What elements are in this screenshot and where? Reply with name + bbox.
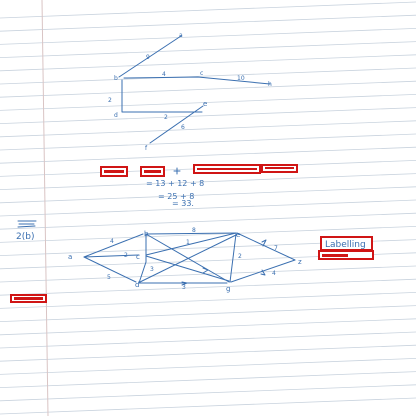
ruled-line [0,292,416,309]
edge-bd-de [121,79,203,113]
calc-line-4: = 33. [172,199,194,208]
redaction-fill [265,167,294,169]
ruled-line [0,54,416,72]
ruled-line [0,28,416,45]
tree-weight-de: 2 [164,114,168,121]
labelling-annotation: Labelling [318,236,374,260]
ruled-line [0,67,416,85]
tree-node-h: h [268,81,272,88]
arrow-e-z [261,239,267,247]
edge-ce [145,232,237,256]
spanning-tree-sketch: 9 a b 4 c 10 h 2 d 2 e 6 f [108,32,272,152]
ruled-line [0,107,416,124]
weight-ad: 5 [107,274,111,281]
tree-node-c: c [200,70,203,77]
tree-weight-top: 9 [146,54,150,61]
item-2b-label: 2(b) [16,232,34,242]
edge-ab [83,233,144,258]
weight-gz: 4 [272,270,276,277]
weight-ez: 7 [274,245,278,252]
edge-ez [236,232,296,261]
ruled-line [0,120,416,138]
tree-node-d: d [114,112,118,119]
edge-top [118,35,182,78]
arrow-c-g [202,267,209,274]
weight-b-mid: 1 [186,239,190,246]
arrow-g-z [260,269,266,276]
edge-eg [229,233,237,283]
edge-de [139,234,237,283]
edge-bc-ch [123,76,271,85]
redaction-fill [197,168,257,170]
arrow-d-g [181,281,188,286]
tree-weight-ef: 6 [181,124,185,131]
graph-node-b: b [144,230,149,238]
tree-node-e: e [203,100,207,108]
weight-ab: 4 [110,238,114,245]
ruled-line [0,226,416,243]
graph-node-g: g [226,285,230,293]
ruled-line [0,133,416,151]
redacted-calc-line [100,164,298,177]
ruled-line [0,265,416,283]
edge-ac [83,254,140,258]
ruled-line [0,305,416,322]
ruled-line [0,397,416,415]
ruled-line [0,41,416,58]
ruled-line [0,94,416,111]
ruled-line [0,212,416,230]
ruled-line [0,331,416,349]
edge-ad [83,256,137,283]
weight-cd: 2 [124,252,128,259]
redaction-fill [144,170,161,173]
edge-ef [149,105,204,144]
tree-node-b: b [114,75,118,82]
scribble-mark [17,220,37,228]
edge-bg [145,233,230,283]
weight-dg: 3 [182,284,186,291]
edge-dc [138,261,147,284]
tree-node-a: a [179,32,183,39]
graph-node-z: z [298,258,302,266]
graph-node-a: a [68,253,72,261]
graph-node-d: d [135,281,139,289]
ruled-line [0,358,416,375]
ruled-line [0,371,416,388]
redaction-fill [14,297,43,300]
weight-be: 8 [192,227,196,234]
ruled-line [0,344,416,362]
tree-node-f: f [145,145,148,152]
ruled-line [0,146,416,164]
margin-marks: 2(b) [10,220,47,303]
weight-c: 3 [150,266,154,273]
calc-line-2: = 13 + 12 + 8 [146,179,204,188]
edge-be [145,232,237,235]
ruled-line [0,1,416,19]
redaction-fill [322,254,348,257]
ruled-line [0,278,416,296]
ruled-line [0,384,416,402]
ruled-line [0,199,416,217]
graph-node-c: c [136,253,140,261]
margin-line [41,0,49,416]
redaction-fill [104,170,124,173]
weighted-graph: a b c d e g z 4 8 1 3 5 3 2 7 4 2 [68,227,302,293]
tree-weight-ch: 10 [237,75,245,82]
labelling-text: Labelling [325,240,366,250]
edge-cg [145,255,230,282]
graph-node-e: e [236,231,240,239]
tree-weight-bd: 2 [108,97,112,104]
ruled-line [0,14,416,32]
ruled-line [0,318,416,336]
ruled-line [0,173,416,190]
ruled-line [0,80,416,98]
tree-weight-bc: 4 [162,71,166,78]
ruled-line [0,186,416,204]
calc-line-3: = 25 + 8 [158,192,194,201]
weight-eg: 2 [238,253,242,260]
